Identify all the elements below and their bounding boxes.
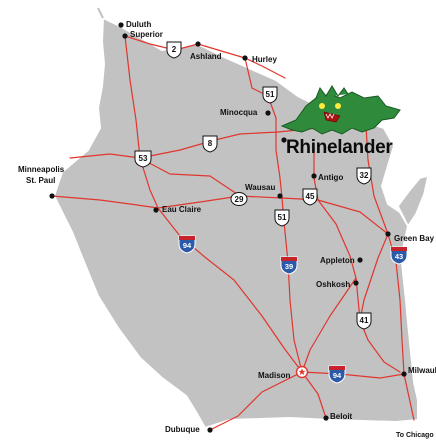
route-shield-icon: 29 (230, 192, 248, 206)
dot-milwaukee (401, 371, 407, 377)
dot-greenbay (385, 231, 391, 237)
label-oshkosh: Oshkosh (316, 280, 350, 289)
road-dubuque (209, 371, 303, 431)
road-i94-east (301, 371, 405, 379)
route-shield-icon: 53 (134, 150, 152, 168)
svg-text:45: 45 (306, 192, 315, 201)
road-hwy29 (51, 195, 389, 235)
interstate-shield-icon: 94 (178, 235, 196, 254)
label-chicago: To Chicago (396, 432, 434, 439)
us-route-shields: 2 51 8 53 29 45 32 51 (134, 41, 372, 330)
route-shield-icon: 51 (262, 86, 278, 104)
dot-appleton (357, 257, 363, 263)
road-us53-east (139, 157, 241, 197)
svg-text:43: 43 (395, 252, 403, 261)
dot-beloit (323, 415, 329, 421)
road-us2 (124, 35, 286, 79)
road-us51-south (281, 197, 327, 419)
svg-text:29: 29 (235, 195, 244, 204)
label-milwaukee: Milwaukee (408, 366, 436, 375)
svg-text:2: 2 (172, 45, 177, 54)
label-eauclaire: Eau Claire (162, 205, 202, 214)
door-peninsula-shape (397, 174, 429, 228)
road-superior-south (124, 35, 159, 209)
dot-wausau (277, 193, 283, 199)
label-wausau: Wausau (245, 183, 275, 192)
road-appleton-madison (301, 277, 357, 373)
label-appleton: Appleton (320, 256, 355, 265)
label-minocqua: Minocqua (220, 108, 258, 117)
hodag-icon (280, 85, 401, 135)
dot-ashland (195, 41, 201, 47)
label-beloit: Beloit (330, 412, 353, 421)
road-chicago (403, 373, 415, 421)
route-shield-icon: 2 (166, 41, 182, 59)
madison-capital-star-icon (295, 365, 309, 379)
dot-duluth (118, 22, 124, 28)
svg-text:51: 51 (278, 213, 287, 222)
dot-minneapolis (49, 193, 55, 199)
route-shield-icon: 41 (356, 312, 372, 330)
route-shield-icon: 8 (202, 135, 218, 153)
interstate-shield-icon: 43 (390, 246, 408, 265)
city-labels: Duluth Superior Ashland Hurley Minocqua … (18, 20, 436, 439)
label-stpaul: St. Paul (26, 176, 55, 185)
interstate-shield-icon: 94 (328, 365, 346, 384)
route-shield-icon: 45 (302, 188, 318, 206)
label-minneapolis: Minneapolis (18, 165, 65, 174)
label-ashland: Ashland (190, 52, 222, 61)
dot-oshkosh (353, 280, 359, 286)
label-duluth: Duluth (126, 20, 151, 29)
label-antigo: Antigo (318, 173, 343, 182)
label-rhinelander: Rhinelander (286, 137, 393, 158)
city-markers (49, 22, 407, 433)
dot-rhinelander (281, 137, 287, 143)
dot-minocqua (265, 110, 271, 116)
label-dubuque: Dubuque (165, 425, 200, 434)
dot-hurley (242, 55, 248, 61)
route-shield-icon: 51 (274, 209, 290, 227)
label-madison: Madison (258, 371, 291, 380)
svg-text:32: 32 (360, 171, 369, 180)
svg-text:51: 51 (266, 90, 275, 99)
wisconsin-state-shape (52, 16, 419, 430)
dot-superior (122, 33, 128, 39)
dot-eauclaire (153, 207, 159, 213)
svg-text:39: 39 (285, 262, 293, 271)
interstate-shield-icon: 39 (280, 256, 298, 275)
label-greenbay: Green Bay (394, 234, 435, 243)
label-superior: Superior (130, 30, 163, 39)
road-us51-north (244, 57, 283, 199)
svg-text:94: 94 (183, 241, 192, 250)
label-hurley: Hurley (252, 55, 277, 64)
svg-text:94: 94 (333, 371, 342, 380)
dot-dubuque (207, 427, 213, 433)
route-shield-icon: 32 (356, 167, 372, 185)
svg-text:53: 53 (139, 154, 148, 163)
interstate-shields: 94 39 43 94 (178, 235, 408, 384)
border-line (97, 7, 104, 19)
svg-text:41: 41 (360, 316, 369, 325)
dot-antigo (311, 173, 317, 179)
road-us41 (359, 233, 389, 321)
svg-text:8: 8 (208, 139, 213, 148)
